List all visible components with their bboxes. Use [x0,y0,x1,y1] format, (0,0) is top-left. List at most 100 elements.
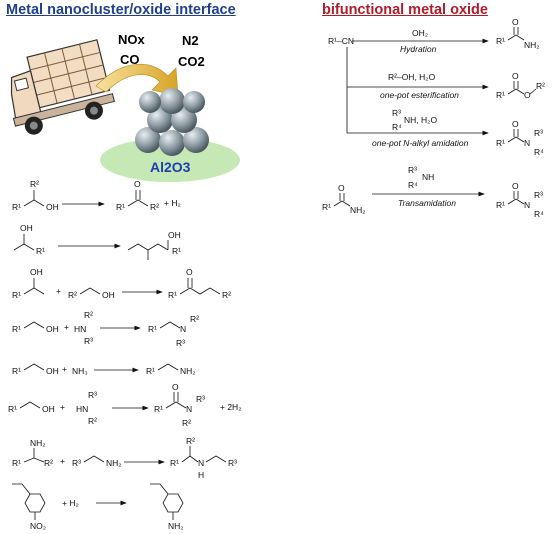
svg-text:R¹: R¹ [172,246,181,256]
svg-text:+: + [60,456,65,466]
svg-text:NH: NH [422,172,434,182]
svg-text:HN: HN [76,404,88,414]
svg-text:R¹: R¹ [8,404,17,414]
svg-text:Transamidation: Transamidation [398,198,456,208]
svg-text:N: N [524,138,530,148]
svg-text:R¹: R¹ [496,138,505,148]
svg-text:O: O [134,179,141,189]
al2o3-label: Al2O3 [150,159,191,175]
svg-text:R²: R² [44,458,53,468]
svg-text:R²: R² [222,290,231,300]
svg-text:R¹: R¹ [12,290,21,300]
svg-text:NH₃: NH₃ [72,366,88,376]
right-nitrile-scheme: R¹–CN OH₂ Hydration R²–OH, H₂O one-pot e… [328,17,545,157]
svg-text:R⁴: R⁴ [392,122,402,132]
svg-text:R¹: R¹ [170,458,179,468]
svg-text:N: N [524,200,530,210]
svg-text:R⁴: R⁴ [408,180,418,190]
svg-text:OH: OH [46,366,59,376]
svg-text:+: + [62,364,67,374]
svg-text:R³: R³ [88,390,97,400]
svg-text:O: O [512,71,519,81]
svg-text:NH₂: NH₂ [168,521,184,531]
svg-text:R²: R² [182,418,191,428]
metal-nanocluster [135,88,209,156]
svg-text:O: O [512,181,519,191]
svg-text:OH: OH [168,230,181,240]
svg-text:R¹: R¹ [116,202,125,212]
svg-text:R³: R³ [196,394,205,404]
svg-text:R³: R³ [72,458,81,468]
svg-text:OH: OH [30,267,43,277]
left-reaction-5: R¹ OH + NH₃ R¹ NH₂ [12,363,196,376]
svg-text:+ H₂: + H₂ [62,498,79,508]
svg-text:R⁴: R⁴ [534,147,544,157]
svg-text:O: O [338,183,345,193]
left-reaction-8: NO₂ + H₂ NH₂ [12,483,184,531]
svg-text:+ 2H₂: + 2H₂ [220,402,242,412]
svg-text:R²: R² [536,81,545,91]
svg-text:Hydration: Hydration [400,44,437,54]
left-reaction-2: OH R¹ OH R¹ [13,223,181,260]
svg-text:+: + [56,286,61,296]
left-reaction-3: R¹ OH + R² OH R¹ O R² [12,267,231,300]
svg-text:R¹: R¹ [146,366,155,376]
svg-text:NH₂: NH₂ [106,458,122,468]
svg-text:R¹: R¹ [496,36,505,46]
svg-text:OH: OH [42,404,55,414]
svg-text:R¹: R¹ [496,90,505,100]
left-reaction-4: R¹ OH + HN R² R³ R¹ N R² R³ [12,310,199,348]
left-reaction-6: R¹ OH + HN R³ R² R¹ O N R³ R² + 2H₂ [8,382,242,428]
svg-text:R³: R³ [392,108,401,118]
svg-text:NH₂: NH₂ [180,366,196,376]
svg-text:R²: R² [150,202,159,212]
svg-text:N: N [198,458,204,468]
svg-text:HN: HN [74,324,86,334]
svg-text:OH: OH [46,324,59,334]
svg-text:R³: R³ [84,336,93,346]
svg-text:O: O [172,382,179,392]
svg-text:R¹: R¹ [12,324,21,334]
svg-text:O: O [524,90,531,100]
svg-text:NH₂: NH₂ [524,40,540,50]
svg-text:R⁴: R⁴ [534,209,544,219]
svg-text:R³: R³ [228,458,237,468]
svg-text:NH₂: NH₂ [350,205,366,215]
truck-illustration [10,39,115,135]
svg-text:OH₂: OH₂ [412,28,428,38]
svg-text:O: O [512,17,519,27]
svg-text:+ H₂: + H₂ [164,198,181,208]
svg-text:R³: R³ [176,338,185,348]
svg-text:R¹: R¹ [496,200,505,210]
left-reaction-7: NH₂ R¹ R² + R³ NH₂ R¹ R² N H R³ [12,436,237,480]
svg-text:NO₂: NO₂ [30,521,46,531]
co2-label: CO2 [178,54,205,69]
svg-text:NH, H₂O: NH, H₂O [404,115,437,125]
svg-text:R²: R² [88,416,97,426]
svg-text:R³: R³ [534,190,543,200]
nitrile-label: R¹–CN [328,36,354,46]
svg-text:+: + [60,402,65,412]
svg-text:R¹: R¹ [154,404,163,414]
svg-text:R¹: R¹ [12,458,21,468]
svg-text:R¹: R¹ [322,202,331,212]
svg-text:one-pot esterification: one-pot esterification [380,90,459,100]
svg-text:R²–OH, H₂O: R²–OH, H₂O [388,72,436,82]
svg-text:O: O [186,267,193,277]
svg-text:N: N [180,324,186,334]
svg-text:R²: R² [84,310,93,320]
svg-text:R¹: R¹ [36,246,45,256]
svg-text:OH: OH [102,290,115,300]
right-transamidation-scheme: R¹ O NH₂ R³ R⁴ NH Transamidation R¹ O N … [322,165,544,219]
svg-text:R¹: R¹ [12,202,21,212]
svg-text:OH: OH [20,223,33,233]
svg-text:R²: R² [68,290,77,300]
svg-text:R³: R³ [534,128,543,138]
heading-bifunctional-metal-oxide: bifunctional metal oxide [322,2,488,18]
svg-text:one-pot N-alkyl amidation: one-pot N-alkyl amidation [372,138,469,148]
svg-text:R¹: R¹ [148,324,157,334]
heading-metal-nanocluster-oxide-interface: Metal nanocluster/oxide interface [6,2,236,18]
svg-text:NH₂: NH₂ [30,438,46,448]
svg-text:+: + [64,322,69,332]
svg-text:R²: R² [186,436,195,446]
